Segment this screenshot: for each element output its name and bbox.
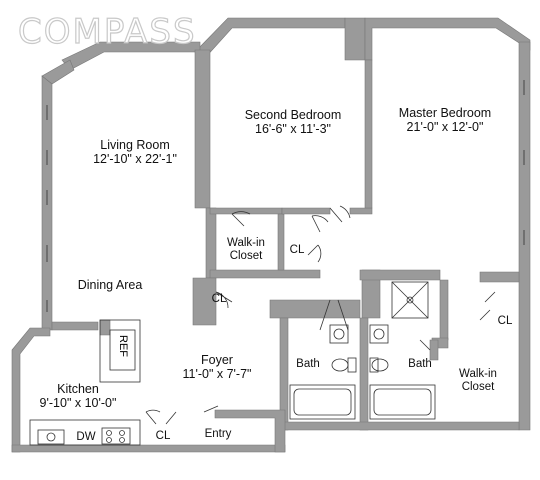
second-bedroom-name: Second Bedroom (244, 108, 342, 122)
foyer-name: Foyer (201, 353, 233, 367)
closet-label-2: CL (211, 293, 227, 305)
second-bedroom-label: Second Bedroom 16'-6" x 11'-3" (228, 108, 358, 137)
closet-label-3: CL (155, 430, 171, 442)
walk-in-closet-left-line1: Walk-in (227, 237, 265, 249)
entry-label: Entry (204, 428, 232, 440)
second-bedroom-dims: 16'-6" x 11'-3" (255, 122, 331, 137)
windows (46, 80, 525, 312)
closet-label-4: CL (497, 315, 513, 327)
master-bedroom-dims: 21'-0" x 12'-0" (406, 120, 484, 135)
kitchen-dims: 9'-10" x 10'-0" (39, 396, 117, 411)
living-room-name: Living Room (100, 138, 170, 152)
bath-fixtures (289, 281, 436, 420)
dining-area-label: Dining Area (77, 278, 143, 292)
refrigerator-label: REF (117, 335, 129, 357)
bath-right-label: Bath (408, 358, 432, 370)
living-room-label: Living Room 12'-10" x 22'-1" (70, 138, 200, 167)
kitchen-name: Kitchen (57, 382, 99, 396)
walk-in-closet-right-line2: Closet (461, 381, 495, 394)
closet-label-1: CL (289, 244, 305, 256)
dishwasher-label: DW (76, 431, 96, 443)
kitchen-label: Kitchen 9'-10" x 10'-0" (28, 382, 128, 411)
master-bedroom-name: Master Bedroom (398, 106, 492, 120)
walk-in-closet-right-label: Walk-in Closet (448, 368, 508, 394)
kitchen-counters (29, 319, 141, 446)
compass-logo: COMPASS (17, 11, 197, 52)
foyer-dims: 11'-0" x 7'-7" (182, 367, 252, 382)
living-room-dims: 12'-10" x 22'-1" (93, 152, 177, 167)
doors (145, 205, 496, 425)
walk-in-closet-left-label: Walk-in Closet (216, 237, 276, 263)
bath-left-label: Bath (296, 358, 320, 370)
walk-in-closet-right-line1: Walk-in (459, 368, 497, 380)
foyer-label: Foyer 11'-0" x 7'-7" (162, 353, 272, 382)
walk-in-closet-left-line2: Closet (229, 250, 263, 263)
master-bedroom-label: Master Bedroom 21'-0" x 12'-0" (380, 106, 510, 135)
